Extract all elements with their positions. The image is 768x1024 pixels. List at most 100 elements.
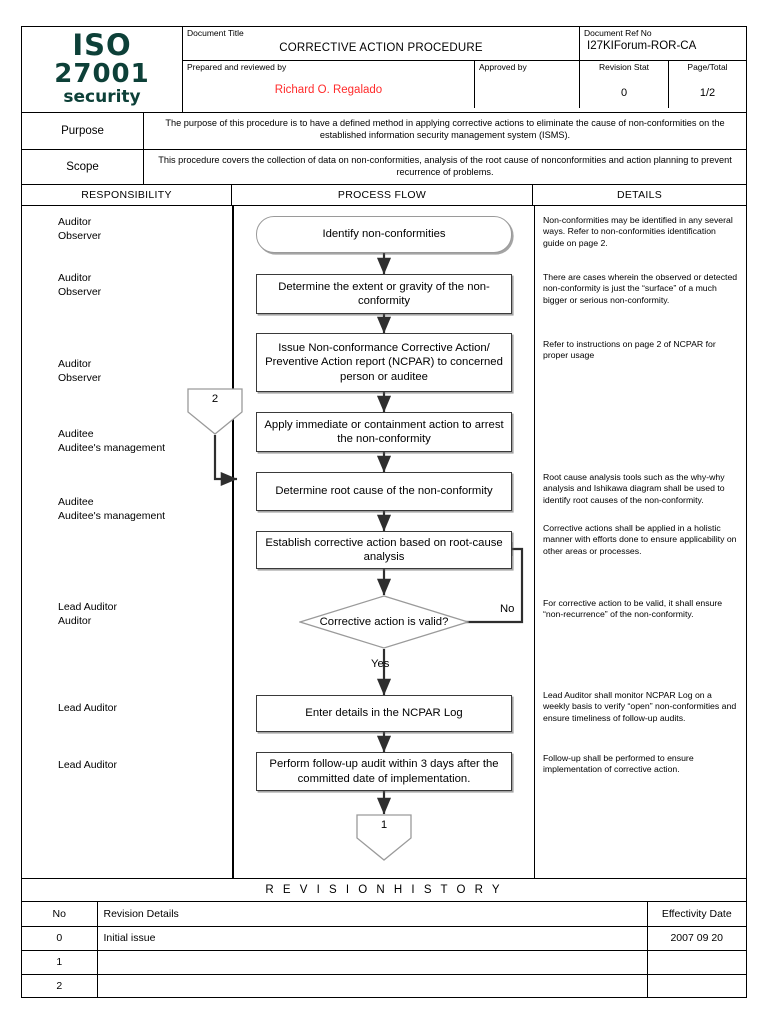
responsibility-line1: Auditee — [58, 496, 94, 508]
revision-stat-cell: Revision Stat 0 — [580, 61, 669, 108]
flow-node-determine-extent[interactable]: Determine the extent or gravity of the n… — [256, 274, 512, 314]
detail-text-followup: Follow-up shall be performed to ensure i… — [543, 753, 694, 775]
responsibility-line1: Auditee — [58, 428, 94, 440]
detail-text-validity: For corrective action to be valid, it sh… — [543, 598, 723, 620]
flow-node-followup-audit[interactable]: Perform follow-up audit within 3 days af… — [256, 752, 512, 791]
pentagon-shape — [356, 814, 412, 861]
responsibility-extent: Auditor Observer — [58, 272, 101, 299]
cell-no: 2 — [22, 973, 98, 998]
offpage-connector-1-label: 1 — [380, 819, 388, 831]
document-frame: ISO 27001 security Document Title CORREC… — [21, 26, 747, 998]
page-total-value: 1/2 — [699, 87, 716, 99]
scope-row: Scope This procedure covers the collecti… — [22, 149, 746, 184]
page-total-label: Page/Total — [687, 62, 728, 72]
column-header-process-flow: PROCESS FLOW — [232, 185, 533, 205]
responsibility-line2: Observer — [58, 229, 102, 242]
cell-no: 1 — [22, 949, 98, 975]
cell-date: 2007 09 20 — [646, 925, 746, 951]
responsibility-ncpar-log: Lead Auditor — [58, 702, 117, 716]
logo-text: ISO 27001 security — [54, 31, 149, 106]
detail-text-root-cause: Root cause analysis tools such as the wh… — [543, 472, 725, 505]
logo-line-27001: 27001 — [54, 59, 150, 89]
page-total-cell: Page/Total 1/2 — [669, 61, 746, 108]
flow-node-issue-ncpar[interactable]: Issue Non-conformance Corrective Action/… — [256, 333, 512, 392]
offpage-connector-2[interactable]: 2 — [187, 388, 243, 435]
detail-text-establish: Corrective actions shall be applied in a… — [543, 523, 737, 556]
table-row: 0 Initial issue 2007 09 20 — [22, 925, 746, 951]
document-title-label: Document Title — [187, 28, 244, 38]
scope-label: Scope — [22, 150, 144, 184]
approved-by-cell: Approved by — [475, 61, 580, 108]
responsibility-line1: Lead Auditor — [58, 702, 117, 714]
purpose-label: Purpose — [22, 113, 144, 149]
detail-text-ncpar-log: Lead Auditor shall monitor NCPAR Log on … — [543, 690, 737, 723]
cell-no: 0 — [22, 925, 98, 951]
responsibility-containment: Auditee Auditee's management — [58, 428, 165, 455]
responsibility-line2: Observer — [58, 371, 102, 384]
detail-text-identify: Non-conformities may be identified in an… — [543, 215, 733, 248]
document-title-cell: Document Title CORRECTIVE ACTION PROCEDU… — [183, 27, 580, 60]
cell-date — [646, 949, 746, 975]
flow-node-decision[interactable]: Corrective action is valid? — [299, 595, 469, 649]
responsibility-followup: Lead Auditor — [58, 759, 117, 773]
header-cell-no: No — [22, 902, 98, 927]
responsibility-issue-ncpar: Auditor Observer — [58, 358, 101, 385]
iso-27001-security-logo: ISO 27001 security — [22, 27, 183, 112]
offpage-connector-2-label: 2 — [211, 393, 219, 405]
prepared-by-label: Prepared and reviewed by — [187, 62, 287, 72]
edge-label-yes: Yes — [371, 658, 390, 670]
table-row: 1 — [22, 949, 746, 975]
revision-history-title: R E V I S I O N H I S T O R Y — [22, 878, 746, 902]
responsibility-line1: Lead Auditor — [58, 601, 117, 613]
header-cell-details: Revision Details — [96, 902, 648, 927]
responsibility-decision: Lead Auditor Auditor — [58, 601, 117, 628]
header-row-title: Document Title CORRECTIVE ACTION PROCEDU… — [183, 27, 746, 61]
decision-label: Corrective action is valid? — [319, 615, 449, 628]
flow-node-root-cause[interactable]: Determine root cause of the non-conformi… — [256, 472, 512, 511]
logo-line-iso: ISO — [72, 28, 132, 62]
responsibility-line2: Auditor — [58, 614, 92, 627]
cell-details — [96, 949, 648, 975]
responsibility-line2: Observer — [58, 285, 102, 298]
responsibility-identify: Auditor Observer — [58, 216, 101, 243]
responsibility-line1: Lead Auditor — [58, 759, 117, 771]
column-divider-right — [533, 206, 535, 878]
purpose-text: The purpose of this procedure is to have… — [165, 118, 725, 141]
revision-history-table: No Revision Details Effectivity Date 0 I… — [22, 902, 746, 998]
document-title-value: CORRECTIVE ACTION PROCEDURE — [279, 42, 483, 54]
cell-details — [96, 973, 648, 998]
table-row: 2 — [22, 973, 746, 998]
cell-date — [646, 973, 746, 998]
header-fields: Document Title CORRECTIVE ACTION PROCEDU… — [183, 27, 746, 112]
column-header-responsibility: RESPONSIBILITY — [22, 185, 232, 205]
responsibility-line2: Auditee's management — [58, 441, 166, 454]
responsibility-root-cause: Auditee Auditee's management — [58, 496, 165, 523]
flow-column-headers: RESPONSIBILITY PROCESS FLOW DETAILS — [22, 184, 746, 206]
process-flow-area: Auditor Observer Auditor Observer Audito… — [22, 206, 746, 878]
scope-text: This procedure covers the collection of … — [158, 155, 732, 178]
column-divider-left — [232, 206, 234, 878]
prepared-by-cell: Prepared and reviewed by Richard O. Rega… — [183, 61, 475, 108]
flow-node-ncpar-log[interactable]: Enter details in the NCPAR Log — [256, 695, 512, 732]
detail-text-ncpar: Refer to instructions on page 2 of NCPAR… — [543, 339, 716, 361]
purpose-row: Purpose The purpose of this procedure is… — [22, 112, 746, 149]
offpage-connector-1[interactable]: 1 — [356, 814, 412, 861]
flow-node-containment-action[interactable]: Apply immediate or containment action to… — [256, 412, 512, 452]
cell-details: Initial issue — [96, 925, 648, 951]
header-row-signoff: Prepared and reviewed by Richard O. Rega… — [183, 61, 746, 108]
edge-label-no: No — [500, 603, 515, 615]
header-cell-date: Effectivity Date — [646, 902, 746, 927]
flow-node-establish-corrective-action[interactable]: Establish corrective action based on roo… — [256, 531, 512, 569]
approved-by-label: Approved by — [479, 62, 527, 72]
flow-node-identify[interactable]: Identify non-conformities — [256, 216, 512, 253]
detail-text-extent: There are cases wherein the observed or … — [543, 272, 738, 305]
decision-diamond-shape — [299, 595, 469, 649]
revision-stat-label: Revision Stat — [598, 62, 650, 72]
responsibility-line1: Auditor — [58, 216, 92, 228]
table-header-row: No Revision Details Effectivity Date — [22, 902, 746, 927]
document-ref-label: Document Ref No — [584, 28, 652, 38]
document-ref-cell: Document Ref No I27KIForum-ROR-CA — [580, 27, 746, 60]
pentagon-shape — [187, 388, 243, 435]
responsibility-line2: Auditee's management — [58, 509, 166, 522]
